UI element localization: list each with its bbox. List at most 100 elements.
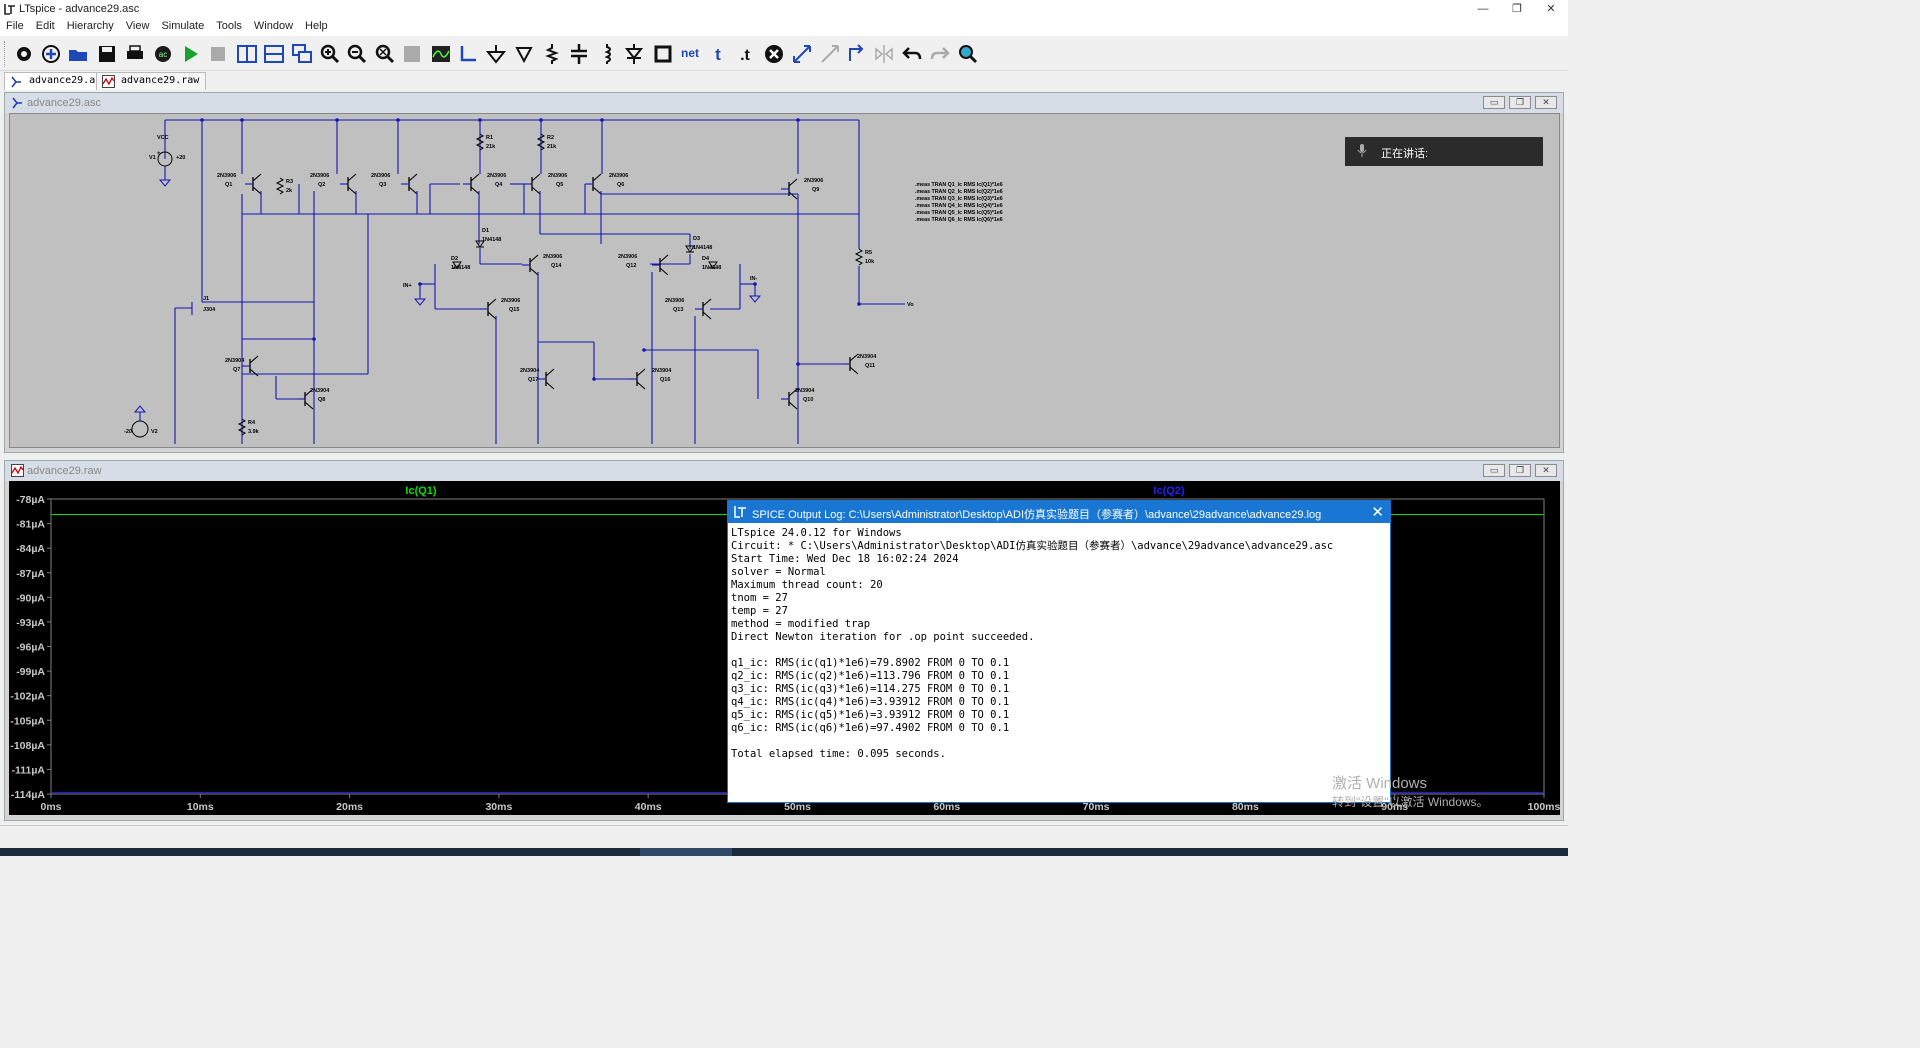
- net-label-icon[interactable]: net: [678, 42, 702, 66]
- resistor-r2[interactable]: [536, 133, 546, 151]
- zoom-back-icon[interactable]: [400, 42, 424, 66]
- source-v2[interactable]: [131, 420, 149, 438]
- window-title: LTspice - advance29.asc: [19, 3, 140, 15]
- transistor-q1[interactable]: [245, 173, 262, 195]
- transistor-q2[interactable]: [340, 173, 357, 195]
- diode-d3[interactable]: [685, 245, 695, 253]
- transistor-q10[interactable]: [781, 388, 798, 410]
- close-button[interactable]: ✕: [1546, 3, 1556, 15]
- diode-d2[interactable]: [452, 261, 462, 269]
- settings-icon[interactable]: [12, 42, 36, 66]
- schematic-window-header: advance29.asc ▭ ❐ ✕: [5, 93, 1563, 113]
- autorange-icon[interactable]: [429, 42, 453, 66]
- schematic-minimize-button[interactable]: ▭: [1483, 96, 1505, 109]
- print-icon[interactable]: [123, 42, 147, 66]
- y-tick-label: -93µA: [16, 617, 45, 629]
- transistor-q14[interactable]: [522, 254, 539, 276]
- y-tick-label: -84µA: [16, 543, 45, 555]
- waveform-close-button[interactable]: ✕: [1535, 464, 1557, 477]
- diode-d4[interactable]: [708, 261, 718, 269]
- resistor-r1[interactable]: [475, 133, 485, 151]
- waveform-window-header: advance29.raw ▭ ❐ ✕: [5, 461, 1563, 481]
- menu-window[interactable]: Window: [253, 20, 294, 32]
- run-icon[interactable]: [179, 42, 203, 66]
- move-icon[interactable]: [790, 42, 814, 66]
- menu-file[interactable]: File: [6, 20, 24, 32]
- microphone-icon: [1357, 144, 1367, 157]
- source-value-label: +20: [176, 155, 185, 161]
- inductor-icon[interactable]: [595, 42, 619, 66]
- spice-log-close-button[interactable]: ✕: [1371, 504, 1384, 521]
- speech-popup: 正在讲话:: [1345, 137, 1543, 166]
- legend-entry[interactable]: Ic(Q1): [405, 485, 437, 497]
- transistor-q4[interactable]: [463, 173, 480, 195]
- toolbar-grip[interactable]: [4, 41, 7, 67]
- control-panel-icon[interactable]: ac: [151, 42, 175, 66]
- tile-vertical-icon[interactable]: [235, 42, 259, 66]
- menu-help[interactable]: Help: [305, 20, 328, 32]
- resistor-r3[interactable]: [275, 177, 285, 195]
- transistor-q15[interactable]: [480, 298, 497, 320]
- capacitor-icon[interactable]: [567, 42, 591, 66]
- transistor-q5[interactable]: [524, 173, 541, 195]
- diode-d1[interactable]: [475, 240, 485, 248]
- transistor-name-label: Q7: [233, 367, 240, 373]
- halt-icon[interactable]: [206, 42, 230, 66]
- menu-edit[interactable]: Edit: [35, 20, 55, 32]
- waveform-minimize-button[interactable]: ▭: [1483, 464, 1505, 477]
- transistor-q7[interactable]: [242, 355, 259, 377]
- undo-icon[interactable]: [900, 42, 924, 66]
- transistor-q6[interactable]: [585, 173, 602, 195]
- taskbar-app-button[interactable]: [640, 848, 732, 856]
- drag-icon[interactable]: [818, 42, 842, 66]
- delete-icon[interactable]: [762, 42, 786, 66]
- ground-icon[interactable]: [484, 42, 508, 66]
- component-icon[interactable]: [651, 42, 675, 66]
- transistor-q11[interactable]: [842, 353, 859, 375]
- transistor-q3[interactable]: [401, 173, 418, 195]
- find-icon[interactable]: [956, 42, 980, 66]
- mirror-icon[interactable]: [872, 42, 896, 66]
- zoom-in-icon[interactable]: [318, 42, 342, 66]
- menu-tools[interactable]: Tools: [216, 20, 242, 32]
- maximize-button[interactable]: ❐: [1512, 3, 1522, 15]
- jfet-j1[interactable]: [174, 302, 193, 444]
- zoom-fit-icon[interactable]: [373, 42, 397, 66]
- transistor-q17[interactable]: [538, 368, 555, 390]
- node-icon[interactable]: [512, 42, 536, 66]
- x-tick-label: 100ms: [1528, 801, 1560, 813]
- transistor-q13[interactable]: [695, 298, 712, 320]
- schematic-close-button[interactable]: ✕: [1535, 96, 1557, 109]
- diode-icon[interactable]: [622, 42, 646, 66]
- tab-waveform[interactable]: advance29.raw: [96, 72, 207, 90]
- legend-entry[interactable]: Ic(Q2): [1153, 485, 1185, 497]
- open-icon[interactable]: [66, 42, 90, 66]
- diode-label: D2: [451, 256, 458, 262]
- save-icon[interactable]: [95, 42, 119, 66]
- wire-icon[interactable]: [457, 42, 481, 66]
- spice-directive-icon[interactable]: .t: [733, 42, 757, 66]
- resistor-r5[interactable]: [854, 248, 864, 266]
- minimize-button[interactable]: —: [1477, 3, 1489, 15]
- new-schematic-icon[interactable]: [39, 42, 63, 66]
- resistor-icon[interactable]: [540, 42, 564, 66]
- zoom-out-icon[interactable]: [345, 42, 369, 66]
- menu-hierarchy[interactable]: Hierarchy: [66, 20, 114, 32]
- transistor-q8[interactable]: [297, 388, 314, 410]
- x-tick-label: 80ms: [1232, 801, 1259, 813]
- cascade-icon[interactable]: [290, 42, 314, 66]
- menu-simulate[interactable]: Simulate: [161, 20, 205, 32]
- tile-horizontal-icon[interactable]: [262, 42, 286, 66]
- waveform-restore-button[interactable]: ❐: [1509, 464, 1531, 477]
- transistor-q16[interactable]: [629, 368, 646, 390]
- transistor-q12[interactable]: [652, 254, 669, 276]
- text-icon[interactable]: t: [706, 42, 730, 66]
- redo-icon[interactable]: [928, 42, 952, 66]
- menu-view[interactable]: View: [125, 20, 150, 32]
- transistor-q9[interactable]: [781, 178, 798, 200]
- resistor-r4[interactable]: [237, 418, 247, 436]
- schematic-restore-button[interactable]: ❐: [1509, 96, 1531, 109]
- rotate-icon[interactable]: [845, 42, 869, 66]
